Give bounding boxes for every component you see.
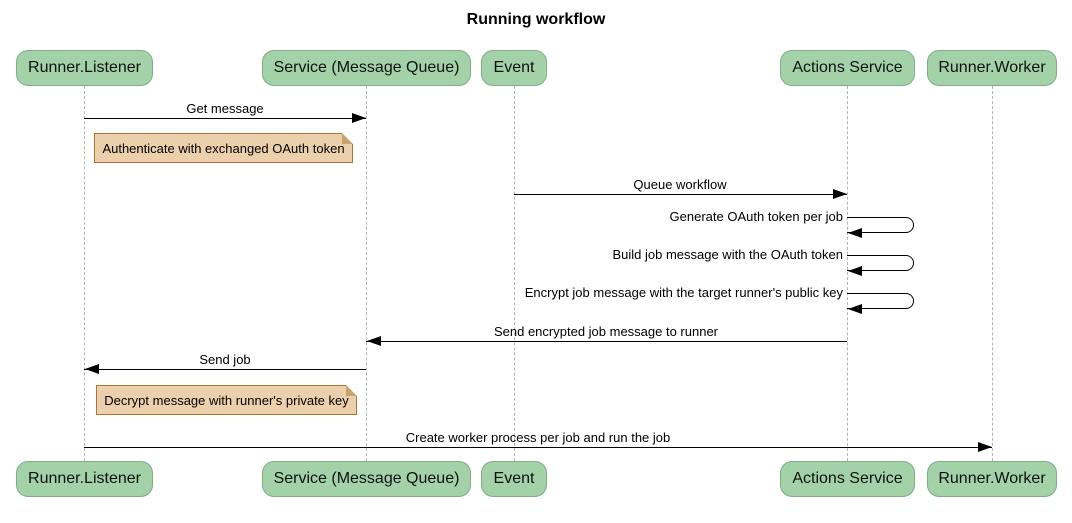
note-fold-icon bbox=[342, 133, 353, 144]
message-label-build-job: Build job message with the OAuth token bbox=[612, 247, 843, 262]
actor-event-top: Event bbox=[481, 50, 547, 86]
message-label-send-job: Send job bbox=[199, 352, 251, 367]
actor-event-bottom: Event bbox=[481, 461, 547, 497]
message-line-send-job bbox=[84, 369, 366, 370]
note-decrypt: Decrypt message with runner's private ke… bbox=[96, 385, 357, 415]
note-authenticate-text: Authenticate with exchanged OAuth token bbox=[102, 140, 345, 156]
actor-runner-worker-top: Runner.Worker bbox=[927, 50, 1057, 86]
lifeline-actions-service bbox=[847, 86, 848, 461]
lifeline-runner-listener bbox=[84, 86, 85, 461]
note-decrypt-text: Decrypt message with runner's private ke… bbox=[104, 392, 349, 408]
lifeline-runner-worker bbox=[992, 86, 993, 461]
actor-service-message-queue-bottom: Service (Message Queue) bbox=[262, 461, 471, 497]
arrowhead-right-icon bbox=[352, 113, 366, 123]
message-line-create-worker bbox=[84, 447, 992, 448]
message-line-queue-workflow bbox=[514, 194, 847, 195]
diagram-title: Running workflow bbox=[466, 11, 606, 28]
message-line-send-encrypted bbox=[366, 341, 847, 342]
message-label-generate-token: Generate OAuth token per job bbox=[669, 209, 843, 224]
arrowhead-left-icon bbox=[848, 266, 862, 276]
arrowhead-left-icon bbox=[848, 304, 862, 314]
note-authenticate: Authenticate with exchanged OAuth token bbox=[94, 133, 353, 163]
lifeline-event bbox=[514, 86, 515, 461]
actor-actions-service-bottom: Actions Service bbox=[780, 461, 915, 497]
self-message-loop-encrypt-job bbox=[847, 293, 914, 309]
arrowhead-right-icon bbox=[833, 189, 847, 199]
arrowhead-left-icon bbox=[848, 228, 862, 238]
arrowhead-left-icon bbox=[85, 364, 99, 374]
lifeline-service-message-queue bbox=[366, 86, 367, 461]
message-label-create-worker: Create worker process per job and run th… bbox=[405, 430, 671, 445]
message-label-queue-workflow: Queue workflow bbox=[633, 177, 727, 192]
arrowhead-right-icon bbox=[978, 442, 992, 452]
note-fold-icon bbox=[346, 385, 357, 396]
actor-runner-worker-bottom: Runner.Worker bbox=[927, 461, 1057, 497]
message-label-send-encrypted: Send encrypted job message to runner bbox=[493, 324, 719, 339]
self-message-loop-generate-token bbox=[847, 217, 914, 233]
actor-runner-listener-top: Runner.Listener bbox=[16, 50, 153, 86]
message-line-get-message bbox=[84, 118, 366, 119]
self-message-loop-build-job bbox=[847, 255, 914, 271]
arrowhead-left-icon bbox=[367, 336, 381, 346]
actor-actions-service-top: Actions Service bbox=[780, 50, 915, 86]
message-label-encrypt-job: Encrypt job message with the target runn… bbox=[524, 285, 843, 300]
actor-runner-listener-bottom: Runner.Listener bbox=[16, 461, 153, 497]
actor-service-message-queue-top: Service (Message Queue) bbox=[262, 50, 471, 86]
message-label-get-message: Get message bbox=[186, 101, 264, 116]
